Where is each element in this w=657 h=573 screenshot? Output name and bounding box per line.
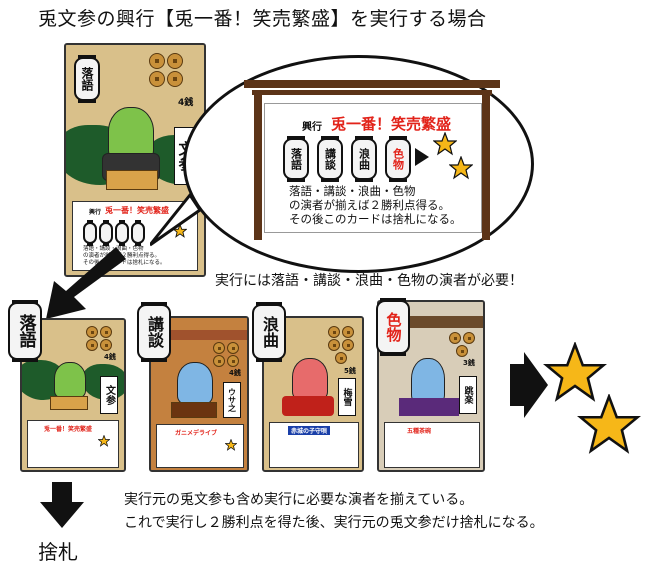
stage-drape [282, 396, 334, 416]
coin-icon [167, 71, 183, 87]
kappa-performer [108, 107, 154, 161]
cost-label: 5銭 [344, 367, 356, 375]
card-info-box: 赤城の子守唄 [269, 422, 359, 468]
rabbit-performer [292, 358, 328, 400]
kogyo-text-line: その後このカードは捨札になる。 [289, 212, 462, 226]
mini-lantern [131, 220, 145, 246]
lantern-iromono: 色物 [376, 298, 410, 356]
caption-line-2: これで実行し２勝利点を得た後、実行元の兎文参だけ捨札になる。 [124, 515, 544, 531]
lantern-rakugo: 落語 [74, 55, 100, 103]
coin-icon [328, 339, 340, 351]
star-icon [225, 439, 237, 451]
kogyo-name: 兎一番！笑売繁盛 [105, 206, 169, 215]
card-name: ウサ之 [227, 388, 237, 412]
card-name: 跳楽 [462, 386, 473, 404]
coin-icon [213, 355, 225, 367]
caption-line-1: 実行元の兎文参も含め実行に必要な演者を揃えている。 [124, 492, 474, 508]
lantern-rakugo: 落語 [283, 136, 309, 182]
cost-label: 4銭 [104, 353, 116, 361]
card-name-box: 跳楽 [459, 376, 477, 414]
star-icon [173, 224, 187, 238]
performer-desk [171, 402, 217, 418]
coin-icon [100, 339, 112, 351]
coin-icon [227, 355, 239, 367]
coin-icon [463, 332, 475, 344]
skill-name: 赤城の子守唄 [288, 426, 331, 435]
kogyo-label: 興行 [302, 122, 322, 133]
lantern-iromono: 色物 [385, 136, 411, 182]
page-title: 兎文参の興行【兎一番！笑売繁盛】を実行する場合 [38, 8, 487, 30]
zoom-pointer [150, 192, 203, 247]
coin-icon [149, 53, 165, 69]
skill-name: ガニメデライブ [175, 430, 218, 437]
required-note: 実行には落語・講談・浪曲・色物の演者が必要！ [215, 273, 523, 289]
coin-icon [456, 345, 468, 357]
coin-icon [213, 342, 225, 354]
lantern-rokyoku: 浪曲 [351, 136, 377, 182]
coin-icon [149, 71, 165, 87]
card-name: 梅雪 [341, 388, 352, 406]
curtain [151, 330, 247, 340]
stage-drape [399, 398, 459, 416]
kogyo-text-line: 落語・講談・浪曲・色物 [289, 184, 416, 198]
down-arrow [40, 482, 84, 528]
card-text: その後このカードは捨札になる。 [83, 260, 166, 266]
row-card-kodan[interactable]: 4銭 ウサ之 ガニメデライブ [149, 316, 249, 472]
coin-icon [342, 326, 354, 338]
star-icon [449, 156, 473, 180]
coin-icon [86, 326, 98, 338]
gate-post [254, 95, 262, 240]
coin-icon [449, 332, 461, 344]
lantern-rakugo: 落語 [8, 300, 42, 362]
lantern-kodan: 講談 [137, 302, 171, 362]
arrow-right-icon [510, 352, 548, 418]
lantern-rokyoku: 浪曲 [252, 302, 286, 362]
card-name: 文参 [103, 385, 115, 405]
star-icon [577, 394, 641, 456]
coin-icon [86, 339, 98, 351]
mini-lantern [115, 220, 129, 246]
card-info-box: ガニメデライブ [156, 424, 244, 468]
lantern-kodan: 講談 [317, 136, 343, 182]
rabbit-performer [177, 362, 213, 404]
mini-lantern [83, 220, 97, 246]
kogyo-name: 兎一番！笑売繁盛 [331, 115, 452, 133]
performer-desk [106, 170, 158, 190]
coin-icon [167, 53, 183, 69]
card-info-box: 五種茶碗 [384, 422, 480, 468]
coin-icon [100, 326, 112, 338]
kappa-performer [54, 362, 86, 398]
kogyo-label: 興行 [89, 209, 102, 216]
discard-label: 捨札 [38, 540, 78, 564]
coin-icon [335, 352, 347, 364]
star-icon [543, 342, 607, 404]
card-info-box: 兎一番！笑売繁盛 [27, 420, 119, 468]
cost-label: 4銭 [229, 369, 241, 377]
card-name-box: 梅雪 [338, 378, 356, 416]
performer-desk [50, 396, 88, 410]
skill-name: 五種茶碗 [407, 428, 432, 435]
card-name-box: 文参 [100, 376, 118, 414]
rabbit-performer [411, 358, 445, 404]
cost-label: 3銭 [463, 359, 475, 367]
gate-beam [252, 90, 492, 95]
coin-icon [227, 342, 239, 354]
kogyo-sign: 興行 兎一番！笑売繁盛 落語 講談 浪曲 色物 落語・講談・浪曲・色物 の演者が… [264, 103, 482, 233]
card-name-box: ウサ之 [223, 382, 241, 418]
skill-name: 兎一番！笑売繁盛 [44, 426, 93, 433]
down-left-arrow [46, 247, 126, 319]
mini-lantern [99, 220, 113, 246]
arrow-right-icon [415, 148, 429, 166]
coin-icon [342, 339, 354, 351]
cost-label: 4銭 [178, 98, 194, 108]
kogyo-text-line: の演者が揃えば２勝利点得る。 [289, 198, 450, 212]
star-icon [98, 435, 110, 447]
card-text: 落語・講談・浪曲・色物 [83, 246, 144, 252]
gate-post [482, 95, 490, 240]
gate-beam [244, 80, 500, 88]
coin-icon [328, 326, 340, 338]
star-icon [433, 132, 457, 156]
